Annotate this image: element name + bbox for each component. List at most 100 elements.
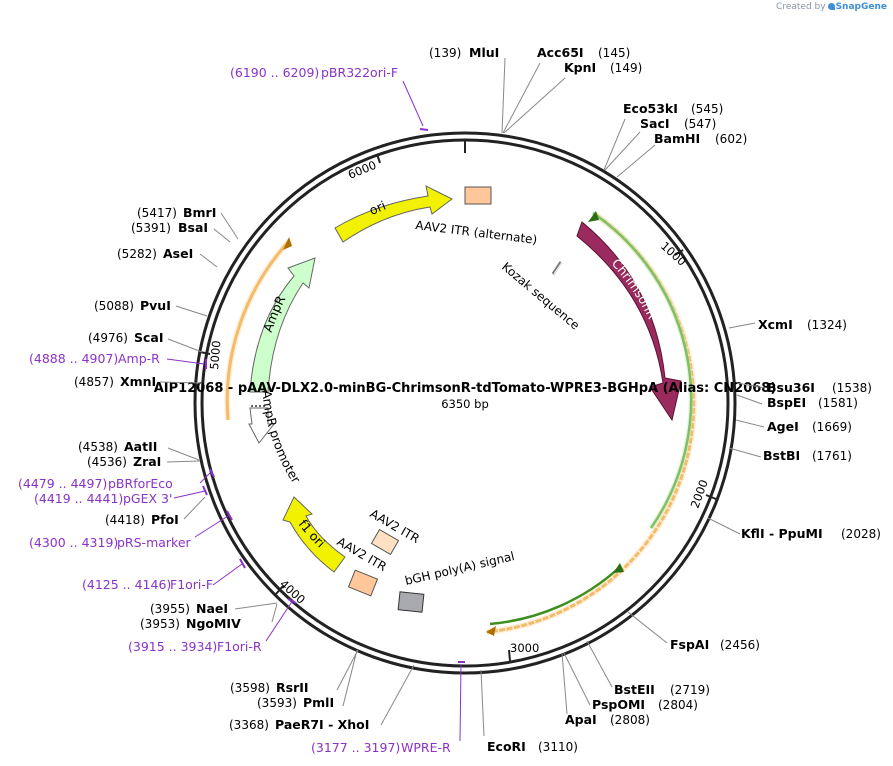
site-pos-bsteii: (2719) (670, 683, 710, 697)
site-name-bsteii: BstEII (614, 682, 655, 697)
site-name-saci: SacI (640, 116, 670, 131)
primer-name-f1ori-r: F1ori-R (217, 639, 262, 654)
site-pos-aatii: (4538) (78, 440, 118, 454)
site-name-bspei: BspEI (767, 395, 806, 410)
kozak-label: Kozak sequence (499, 260, 582, 333)
site-pos-bstbi: (1761) (812, 449, 852, 463)
primer-name-prs-marker: pRS-marker (117, 535, 192, 550)
primer-name-pgex3: pGEX 3' (123, 491, 172, 506)
plasmid-title: AIP12068 - pAAV-DLX2.0-minBG-ChrimsonR-t… (154, 381, 777, 396)
site-pos-kfli-ppumi: (2028) (841, 527, 881, 541)
site-pos-ngomiv: (3953) (140, 617, 180, 631)
site-pos-bamhi: (602) (715, 132, 747, 146)
site-pos-bsu36i: (1538) (832, 381, 872, 395)
tick-label-3000: 3000 (510, 641, 539, 655)
site-name-pfoi: PfoI (151, 512, 179, 527)
primer-labels: (6190 .. 6209) pBR322ori-F (4888 .. 4907… (18, 65, 451, 755)
site-name-agei: AgeI (767, 419, 799, 434)
site-pos-acc65i: (145) (598, 46, 630, 60)
restriction-sites-left: (5417) BmrI (5391) BsaI (5282) AseI (508… (74, 205, 369, 732)
feature-ampr-promoter: AmpR promoter (248, 389, 304, 486)
site-name-eco53ki: Eco53kI (623, 101, 678, 116)
site-name-ngomiv: NgoMIV (186, 616, 241, 631)
primer-range-pgex3: (4419 .. 4441) (34, 491, 123, 506)
site-pos-apai: (2808) (610, 713, 650, 727)
primer-markers (166, 80, 465, 742)
site-name-xmni: XmnI (120, 374, 156, 389)
primer-name-pbr322ori-f: pBR322ori-F (321, 65, 398, 80)
site-name-ecori: EcoRI (487, 739, 526, 754)
site-name-pvui: PvuI (140, 298, 171, 313)
primer-range-pbr322ori-f: (6190 .. 6209) (230, 65, 319, 80)
tick-label-6000: 6000 (346, 158, 378, 182)
feature-aav2-itr-1: AAV2 ITR (368, 506, 422, 556)
primer-range-wpre-r: (3177 .. 3197) (311, 740, 400, 755)
site-pos-agei: (1669) (812, 420, 852, 434)
feature-ori: ori (334, 185, 453, 243)
site-name-xcmi: XcmI (758, 317, 793, 332)
site-name-pspomi: PspOMI (592, 697, 645, 712)
tick-marks (199, 140, 717, 662)
primer-range-f1ori-r: (3915 .. 3934) (128, 639, 217, 654)
site-pos-xcmi: (1324) (807, 318, 847, 332)
tick-label-5000: 5000 (207, 340, 223, 370)
orange-arc-left (225, 239, 291, 421)
site-pos-eco53ki: (545) (691, 102, 723, 116)
site-pos-bspei: (1581) (818, 396, 858, 410)
site-name-kfli-ppumi: KflI - PpuMI (741, 526, 823, 541)
site-pos-pfoi: (4418) (105, 513, 145, 527)
site-pos-asei: (5282) (117, 247, 157, 261)
primer-name-pbrforeco: pBRforEco (108, 476, 173, 491)
site-name-rsrii: RsrII (276, 680, 309, 695)
credit-brand: SnapGene (835, 2, 887, 12)
feature-bgh-polya: bGH poly(A) signal (397, 549, 516, 613)
snapgene-logo-icon (827, 3, 835, 10)
svg-text:ori: ori (367, 198, 388, 218)
snapgene-credit: Created by SnapGene (776, 2, 887, 12)
site-pos-bmri: (5417) (137, 206, 177, 220)
site-pos-naei: (3955) (150, 602, 190, 616)
site-name-pmli: PmlI (303, 695, 334, 710)
site-pos-rsrii: (3598) (230, 681, 270, 695)
green-arc-bottom (489, 566, 621, 626)
credit-prefix: Created by (776, 2, 826, 12)
site-pos-scai: (4976) (88, 331, 128, 345)
site-pos-pspomi: (2804) (658, 698, 698, 712)
primer-range-prs-marker: (4300 .. 4319) (29, 535, 118, 550)
feature-kozak: Kozak sequence (499, 260, 582, 333)
site-leaders (159, 57, 766, 737)
site-name-bmri: BmrI (183, 205, 216, 220)
site-pos-mlui: (139) (429, 46, 461, 60)
site-name-bsu36i: Bsu36I (767, 380, 815, 395)
plasmid-length: 6350 bp (441, 397, 489, 411)
chrimsonr-label: ChrimsonR (609, 256, 660, 322)
site-pos-paer7i-xhoi: (3368) (229, 718, 269, 732)
site-pos-xmni: (4857) (74, 375, 114, 389)
svg-text:AmpR promoter: AmpR promoter (259, 389, 304, 486)
site-pos-fspai: (2456) (720, 638, 760, 652)
sequence-arcs (224, 210, 697, 636)
site-pos-bsai: (5391) (131, 221, 171, 235)
site-name-asei: AseI (163, 246, 193, 261)
site-name-acc65i: Acc65I (537, 45, 584, 60)
site-name-bamhi: BamHI (654, 131, 700, 146)
site-name-scai: ScaI (134, 330, 164, 345)
primer-name-wpre-r: WPRE-R (401, 740, 451, 755)
ori-label: ori (367, 198, 388, 218)
plasmid-title-block: AIP12068 - pAAV-DLX2.0-minBG-ChrimsonR-t… (154, 381, 777, 411)
restriction-sites-right: (139) MluI Acc65I (145) KpnI (149) Eco53… (429, 45, 881, 754)
svg-text:ChrimsonR: ChrimsonR (609, 256, 660, 322)
primer-range-amp-r: (4888 .. 4907) (29, 351, 118, 366)
site-name-zrai: ZraI (133, 454, 161, 469)
site-name-kpni: KpnI (564, 60, 596, 75)
site-name-bsai: BsaI (178, 220, 208, 235)
site-pos-zrai: (4536) (87, 455, 127, 469)
feature-f1-ori: f1 ori (282, 496, 346, 573)
primer-range-f1ori-f: (4125 .. 4146) (82, 577, 171, 592)
aav2-itr-alternate-label: AAV2 ITR (alternate) (415, 218, 538, 247)
site-name-paer7i-xhoi: PaeR7I - XhoI (275, 717, 369, 732)
site-name-fspai: FspAI (670, 637, 709, 652)
primer-name-amp-r: Amp-R (118, 351, 160, 366)
site-pos-saci: (547) (684, 117, 716, 131)
